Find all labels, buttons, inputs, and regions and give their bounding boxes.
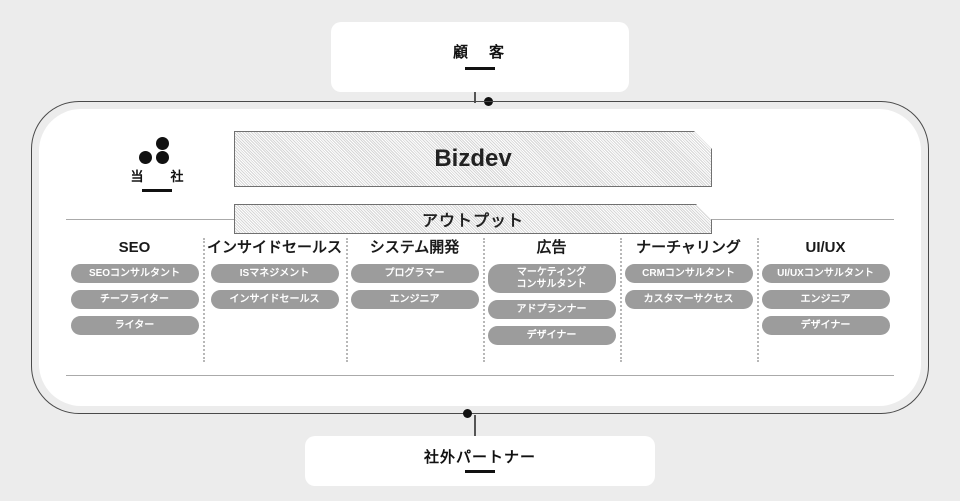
role-column-title: 広告 — [536, 239, 567, 256]
external-partner-box: 社外パートナー — [305, 436, 655, 486]
role-pill[interactable]: チーフライター — [70, 290, 199, 309]
role-pill[interactable]: アドプランナー — [487, 300, 616, 319]
customer-box: 顧 客 — [331, 22, 629, 92]
logo-dot-top-right — [156, 137, 169, 150]
bizdev-banner-label: Bizdev — [434, 145, 512, 172]
connector-bottom-vertical — [474, 415, 476, 437]
company-logo-underline-accent — [142, 189, 172, 192]
output-rule-left — [66, 219, 236, 220]
connector-bottom-dot — [463, 409, 472, 418]
external-partner-underline-accent — [465, 469, 495, 473]
customer-label: 顧 客 — [452, 43, 507, 61]
role-column-title: インサイドセールス — [207, 239, 343, 256]
role-column-title: システム開発 — [369, 239, 460, 256]
role-column: UI/UX UI/UXコンサルタントエンジニアデザイナー — [757, 238, 894, 368]
logo-dot-bottom-left — [139, 151, 152, 164]
role-pill[interactable]: CRMコンサルタント — [624, 264, 753, 283]
three-dots-logo-icon — [137, 136, 177, 166]
output-rule-right — [710, 219, 894, 220]
output-banner: アウトプット — [234, 204, 712, 234]
logo-dot-bottom-right — [156, 151, 169, 164]
company-frame-border — [31, 101, 929, 414]
company-logo-label: 当 社 — [130, 169, 191, 184]
role-pill[interactable]: SEOコンサルタント — [70, 264, 199, 283]
role-pill[interactable]: UI/UXコンサルタント — [761, 264, 890, 283]
role-column: システム開発プログラマーエンジニア — [346, 238, 483, 368]
company-logo: 当 社 — [112, 136, 202, 198]
connector-top-vertical — [474, 92, 476, 103]
role-pill[interactable]: プログラマー — [350, 264, 479, 283]
role-pill[interactable]: デザイナー — [761, 316, 890, 335]
output-banner-label: アウトプット — [421, 213, 524, 230]
bizdev-banner: Bizdev — [234, 131, 712, 187]
external-partner-label: 社外パートナー — [423, 448, 536, 466]
panel-bottom-rule — [66, 375, 894, 376]
role-pill[interactable]: エンジニア — [761, 290, 890, 309]
role-column-title: ナーチャリング — [636, 239, 741, 256]
role-pill[interactable]: ライター — [70, 316, 199, 335]
customer-underline-accent — [465, 66, 495, 70]
role-column: ナーチャリング CRMコンサルタントカスタマーサクセス — [620, 238, 757, 368]
role-pill[interactable]: カスタマーサクセス — [624, 290, 753, 309]
role-column: SEO SEOコンサルタントチーフライターライター — [66, 240, 203, 368]
role-pill[interactable]: ISマネジメント — [210, 264, 339, 283]
role-pill[interactable]: マーケティング コンサルタント — [487, 264, 616, 293]
role-pill[interactable]: インサイドセールス — [210, 290, 339, 309]
role-pill[interactable]: エンジニア — [350, 290, 479, 309]
role-column-title: UI/UX — [805, 239, 846, 256]
role-column-title: SEO — [118, 239, 151, 256]
role-pill[interactable]: デザイナー — [487, 326, 616, 345]
role-column: 広告マーケティング コンサルタントアドプランナーデザイナー — [483, 238, 620, 368]
role-column: インサイドセールス ISマネジメントインサイドセールス — [203, 238, 346, 368]
